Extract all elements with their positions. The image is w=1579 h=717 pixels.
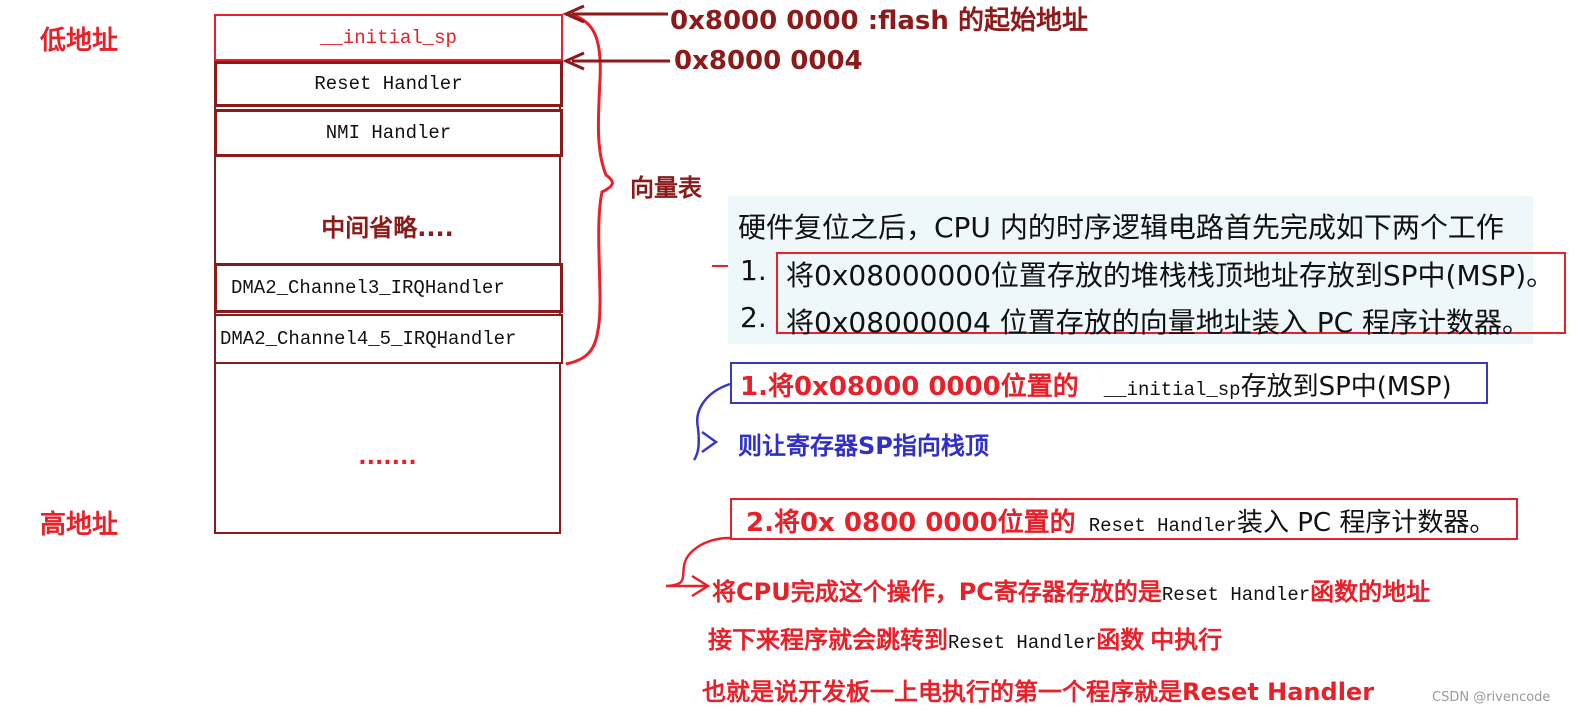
explain-line2-suffix: 函数 [1096,626,1145,654]
note1-followup: 则让寄存器SP指向栈顶 [738,432,989,460]
row-label: __initial_sp [320,26,457,49]
panel-item2-text: 将0x08000004 位置存放的向量地址装入 PC 程序计数器。 [786,306,1531,339]
panel-items-highlight [776,252,1566,334]
high-address-label: 高地址 [40,510,119,540]
note2-text: 2.将0x 0800 0000位置的 Reset Handler装入 PC 程序… [746,502,1495,539]
note2-mono: Reset Handler [1088,515,1237,537]
row-label: NMI Handler [325,122,452,144]
table-row-nmi-handler: NMI Handler [214,109,563,157]
explain-line1-mono: Reset Handler [1161,584,1311,606]
vector-table-label: 向量表 [630,174,702,202]
table-row-dma2-ch45: DMA2_Channel4_5_IRQHandler [214,314,563,364]
explain-line2: 接下来程序就会跳转到Reset Handler函数中执行 [708,620,1222,655]
note2-suffix: 装入 PC 程序计数器。 [1236,508,1496,538]
explain-line3: 也就是说开发板一上电执行的第一个程序就是Reset Handler [702,678,1375,706]
blue-curve-arrow [692,382,731,461]
vector-table-brace [565,12,614,366]
explain-line2-prefix: 接下来程序就会跳转到 [708,626,948,654]
explain-line1-suffix: 函数的地址 [1310,578,1431,606]
note1-text: 1.将0x08000 0000位置的 __initial_sp存放到SP中(MS… [740,366,1452,403]
more-rows-ellipsis: ....... [358,445,417,470]
panel-item2-number: 2. [740,301,767,334]
table-row-reset-handler: Reset Handler [214,61,563,107]
note2-prefix: 2.将0x 0800 0000位置的 [746,508,1076,538]
explain-line2-mono: Reset Handler [948,632,1097,654]
row-label: DMA2_Channel4_5_IRQHandler [220,328,517,350]
low-address-label: 低地址 [40,26,119,56]
table-row-initial-sp: __initial_sp [214,14,563,61]
explain-line1-prefix: 将CPU完成这个操作，PC寄存器存放的是 [712,578,1162,606]
red-curve-arrow [667,536,731,588]
note1-suffix: 存放到SP中(MSP) [1240,372,1452,402]
omitted-middle-label: 中间省略.... [321,214,454,242]
note1-prefix: 1.将0x08000 0000位置的 [740,372,1079,402]
note2-box [730,498,1518,540]
panel-item1-text: 将0x08000000位置存放的堆栈栈顶地址存放到SP中(MSP)。 [786,259,1555,292]
row-label: DMA2_Channel3_IRQHandler [231,277,505,299]
row-label: Reset Handler [314,73,463,95]
panel-heading: 硬件复位之后，CPU 内的时序逻辑电路首先完成如下两个工作 [738,211,1504,244]
flash-start-address: 0x8000 0000 :flash 的起始地址 [670,6,1088,36]
watermark: CSDN @rivencode [1432,690,1551,705]
explain-line2-tail: 中执行 [1150,626,1223,654]
second-address: 0x8000 0004 [674,46,863,76]
panel-item1-number: 1. [740,254,767,287]
explain-line1: 将CPU完成这个操作，PC寄存器存放的是Reset Handler函数的地址 [712,572,1430,607]
table-row-dma2-ch3: DMA2_Channel3_IRQHandler [214,263,563,313]
reset-info-panel [728,196,1533,344]
note1-box [730,362,1488,404]
note1-mono: __initial_sp [1103,379,1241,401]
